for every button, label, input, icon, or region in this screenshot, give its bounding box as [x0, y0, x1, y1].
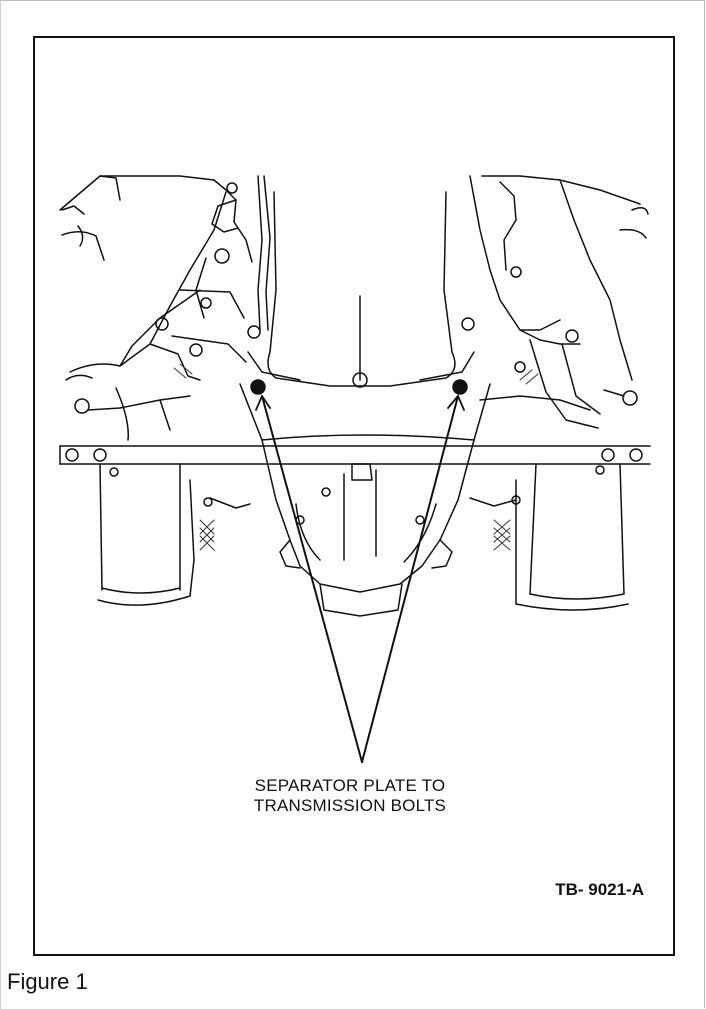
transmission-housing — [203, 383, 521, 617]
crossmember — [59, 445, 651, 477]
hatch-marks — [173, 363, 539, 551]
leader-lines — [255, 395, 465, 763]
figure-frame — [33, 36, 675, 956]
left-exhaust-pipe — [97, 387, 195, 606]
right-exhaust-pipe — [515, 463, 629, 611]
right-engine-outline — [469, 175, 649, 429]
callout-line-1: SEPARATOR PLATE TO — [254, 776, 446, 795]
callout-label: SEPARATOR PLATE TO TRANSMISSION BOLTS — [180, 776, 520, 816]
figure-id: TB- 9021-A — [555, 880, 644, 899]
page-left-edge — [0, 0, 1, 1009]
separator-plate-bolts — [250, 379, 468, 395]
left-engine-outline — [59, 175, 271, 414]
figure-caption: Figure 1 — [7, 969, 88, 994]
left-bolt — [250, 379, 266, 395]
oil-pan-outline — [247, 191, 475, 388]
right-bolt — [452, 379, 468, 395]
transmission-illustration — [59, 175, 651, 763]
callout-line-2: TRANSMISSION BOLTS — [253, 796, 447, 815]
